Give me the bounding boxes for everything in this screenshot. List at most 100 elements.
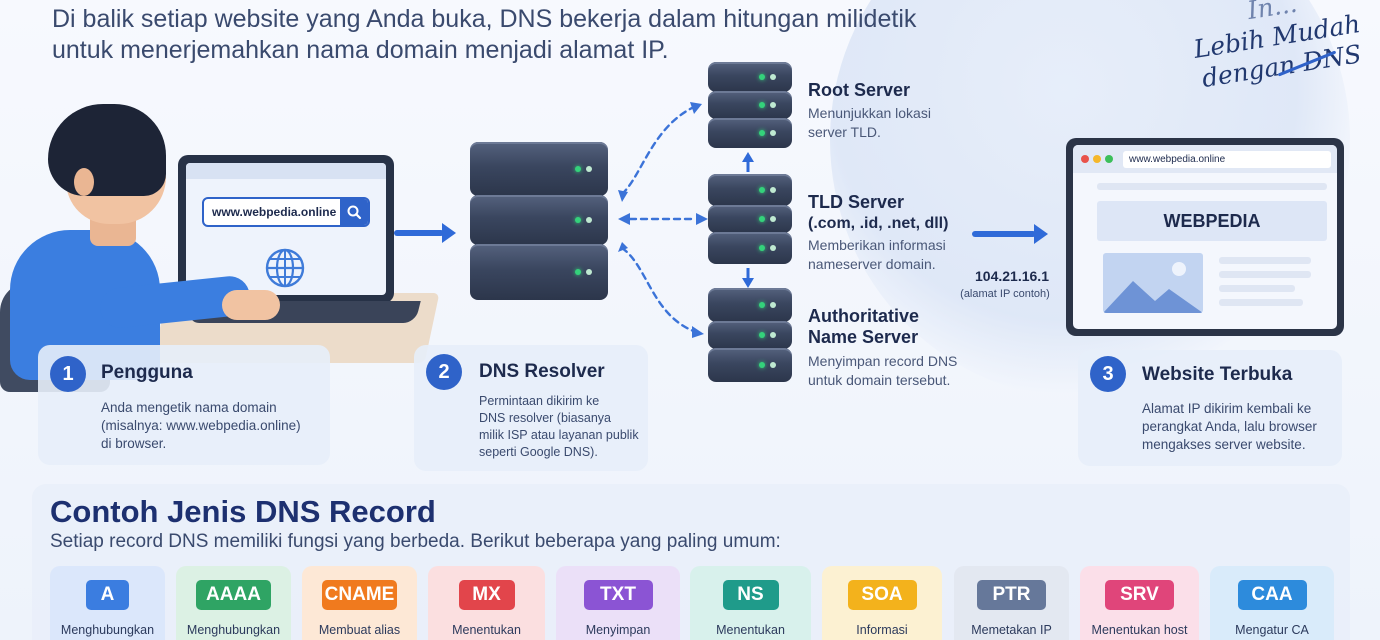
root-server-desc: Menunjukkan lokasi server TLD. (808, 104, 931, 142)
auth-server-title-1: Authoritative (808, 306, 920, 326)
step-card-resolver: 2 DNS Resolver Permintaan dikirim ke DNS… (414, 345, 648, 471)
user-hair (48, 104, 166, 196)
laptop-url-text: www.webpedia.online (212, 205, 337, 219)
tld-server-desc: Memberikan informasi nameserver domain. (808, 236, 946, 274)
step-text-line: (misalnya: www.webpedia.online) (101, 418, 301, 433)
step-text-line: Anda mengetik nama domain (101, 400, 277, 415)
ip-address-note: (alamat IP contoh) (960, 288, 1050, 300)
dns-record-type: NS (722, 580, 779, 610)
placeholder-line (1219, 257, 1311, 264)
step-text-line: mengakses server website. (1142, 437, 1306, 452)
placeholder-line (1097, 183, 1327, 190)
dns-record-type: CAA (1237, 580, 1307, 610)
arrow-to-browser (972, 224, 1048, 244)
arrow-user-to-resolver (394, 223, 456, 243)
root-server-desc-1: Menunjukkan lokasi (808, 105, 931, 121)
dns-record-card-caa: CAA Mengatur CA (1210, 566, 1334, 640)
server-unit (708, 321, 792, 349)
maximize-dot-icon (1105, 155, 1113, 163)
browser-title-bar: www.webpedia.online (1073, 145, 1337, 173)
server-chain-arrows (742, 152, 754, 288)
dns-record-desc: Menyimpan (585, 623, 651, 637)
step-card-website: 3 Website Terbuka Alamat IP dikirim kemb… (1078, 350, 1342, 466)
website-browser-window: www.webpedia.online WEBPEDIA (1066, 138, 1344, 336)
dns-record-card-srv: SRV Menentukan host (1080, 566, 1199, 640)
dns-record-card-mx: MX Menentukan (428, 566, 545, 640)
placeholder-line (1219, 271, 1311, 278)
dns-record-type: SRV (1105, 580, 1174, 610)
tld-server-desc-2: nameserver domain. (808, 256, 936, 272)
server-unit (470, 244, 608, 300)
server-unit (708, 91, 792, 119)
dns-record-desc: Memetakan IP (971, 623, 1052, 637)
step-text-line: Permintaan dikirim ke (479, 394, 600, 408)
step-text: Permintaan dikirim ke DNS resolver (bias… (479, 393, 639, 461)
browser-content: www.webpedia.online WEBPEDIA (1073, 145, 1337, 329)
authoritative-name-server (708, 288, 792, 382)
server-unit (470, 142, 608, 196)
auth-server-title: Authoritative Name Server (808, 306, 919, 348)
step-text-line: milik ISP atau layanan publik (479, 428, 639, 442)
step-text-line: di browser. (101, 436, 167, 451)
placeholder-line (1219, 299, 1303, 306)
step-title: Website Terbuka (1142, 364, 1293, 385)
server-unit (708, 62, 792, 92)
step-text-line: seperti Google DNS). (479, 445, 598, 459)
server-unit (470, 195, 608, 245)
dns-record-type: AAAA (196, 580, 271, 610)
dns-record-desc: Mengatur CA (1235, 623, 1309, 637)
image-placeholder-icon (1103, 253, 1203, 313)
auth-server-title-2: Name Server (808, 327, 919, 347)
dns-record-card-txt: TXT Menyimpan (556, 566, 680, 640)
close-dot-icon (1081, 155, 1089, 163)
dns-records-subtitle: Setiap record DNS memiliki fungsi yang b… (50, 531, 781, 552)
root-server (708, 62, 792, 148)
server-unit (708, 348, 792, 382)
auth-server-desc-2: untuk domain tersebut. (808, 372, 951, 388)
intro-text: Di balik setiap website yang Anda buka, … (52, 4, 922, 66)
dns-record-desc: Menghubungkan (60, 623, 155, 637)
step-text: Alamat IP dikirim kembali ke perangkat A… (1142, 400, 1317, 454)
step-title: DNS Resolver (479, 361, 605, 382)
user-hand (222, 290, 280, 320)
step-number: 3 (1090, 356, 1126, 392)
ip-address: 104.21.16.1 (975, 268, 1049, 284)
step-card-user: 1 Pengguna Anda mengetik nama domain (mi… (38, 345, 330, 465)
server-unit (708, 205, 792, 233)
placeholder-line (1219, 285, 1295, 292)
tld-server-title-2: (.com, .id, .net, dll) (808, 215, 949, 232)
dns-record-desc: Membuat alias (318, 623, 401, 637)
search-icon[interactable] (340, 199, 368, 225)
dns-record-type: SOA (847, 580, 917, 610)
step-number: 1 (50, 356, 86, 392)
minimize-dot-icon (1093, 155, 1101, 163)
user-ear (74, 168, 94, 196)
root-server-title: Root Server (808, 80, 911, 100)
dns-resolver-server (470, 142, 608, 302)
step-number: 2 (426, 354, 462, 390)
dns-record-type: TXT (583, 580, 653, 610)
server-unit (708, 118, 792, 148)
dns-record-desc: Menentukan host (1091, 623, 1188, 637)
dns-record-type: MX (458, 580, 515, 610)
tld-server-desc-1: Memberikan informasi (808, 237, 946, 253)
laptop-display: www.webpedia.online (186, 163, 386, 295)
website-brand: WEBPEDIA (1097, 201, 1327, 241)
laptop-search-box[interactable]: www.webpedia.online (202, 197, 370, 227)
server-unit (708, 232, 792, 264)
dns-record-desc: Menentukan (452, 623, 521, 637)
browser-url-bar[interactable]: www.webpedia.online (1123, 151, 1331, 168)
server-unit (708, 174, 792, 206)
laptop-screen: www.webpedia.online (178, 155, 394, 303)
step-text: Anda mengetik nama domain (misalnya: www… (101, 399, 301, 453)
dns-records-title: Contoh Jenis DNS Record (50, 494, 436, 529)
dns-record-type: A (86, 580, 129, 610)
step-text-line: Alamat IP dikirim kembali ke (1142, 401, 1312, 416)
step-title: Pengguna (101, 362, 193, 383)
resolver-query-connectors (618, 102, 708, 338)
tld-server (708, 174, 792, 264)
intro-line-1: Di balik setiap website yang Anda buka, … (52, 5, 917, 33)
